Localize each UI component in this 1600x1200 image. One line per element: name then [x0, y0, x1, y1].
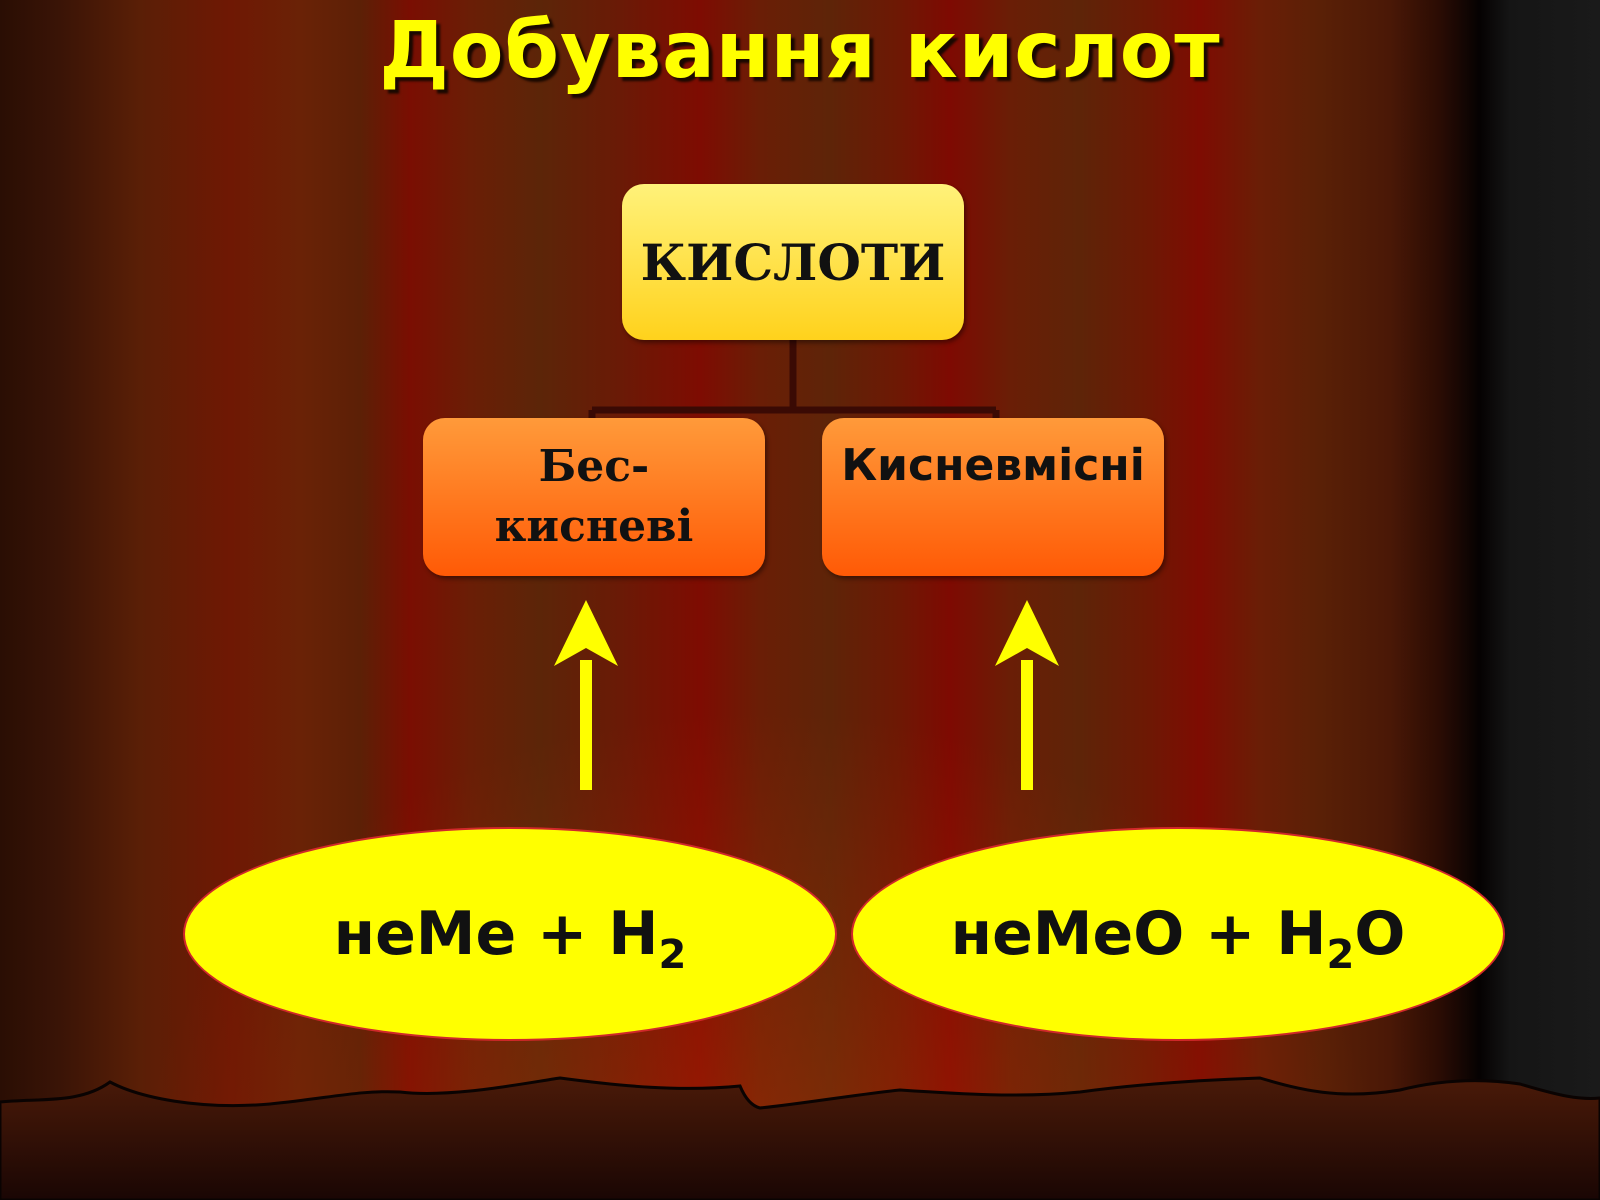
node-oxygen-free-line1: Бес- — [538, 441, 650, 492]
root-node-acids: КИСЛОТИ — [622, 184, 964, 340]
reactant-oval-oxide-water: неМеО + Н2О — [851, 827, 1505, 1041]
arrow-right-icon — [995, 600, 1059, 790]
reactant-formula-subscript: 2 — [1326, 932, 1355, 978]
arrow-left-icon — [554, 600, 618, 790]
reactant-formula-subscript: 2 — [658, 932, 687, 978]
root-node-label: КИСЛОТИ — [640, 232, 946, 292]
reactant-oval-nonmetal-hydrogen: неМе + Н2 — [183, 827, 837, 1041]
node-oxygen-free-label: Бес- кисневі — [495, 437, 694, 557]
slide-title: Добування кислот — [379, 6, 1221, 96]
reactant-formula-tail: О — [1354, 899, 1406, 969]
node-oxygen-containing-acids: Кисневмісні — [822, 418, 1164, 576]
reactant-formula: неМеО + Н2О — [950, 899, 1406, 975]
node-oxygen-free-acids: Бес- кисневі — [423, 418, 765, 576]
node-oxygen-containing-label: Кисневмісні — [841, 440, 1145, 491]
reactant-formula-main: неМеО + Н — [950, 899, 1327, 969]
node-oxygen-free-line2: кисневі — [494, 501, 694, 552]
reactant-formula-main: неМе + Н — [333, 899, 659, 969]
reactant-formula: неМе + Н2 — [333, 899, 687, 975]
